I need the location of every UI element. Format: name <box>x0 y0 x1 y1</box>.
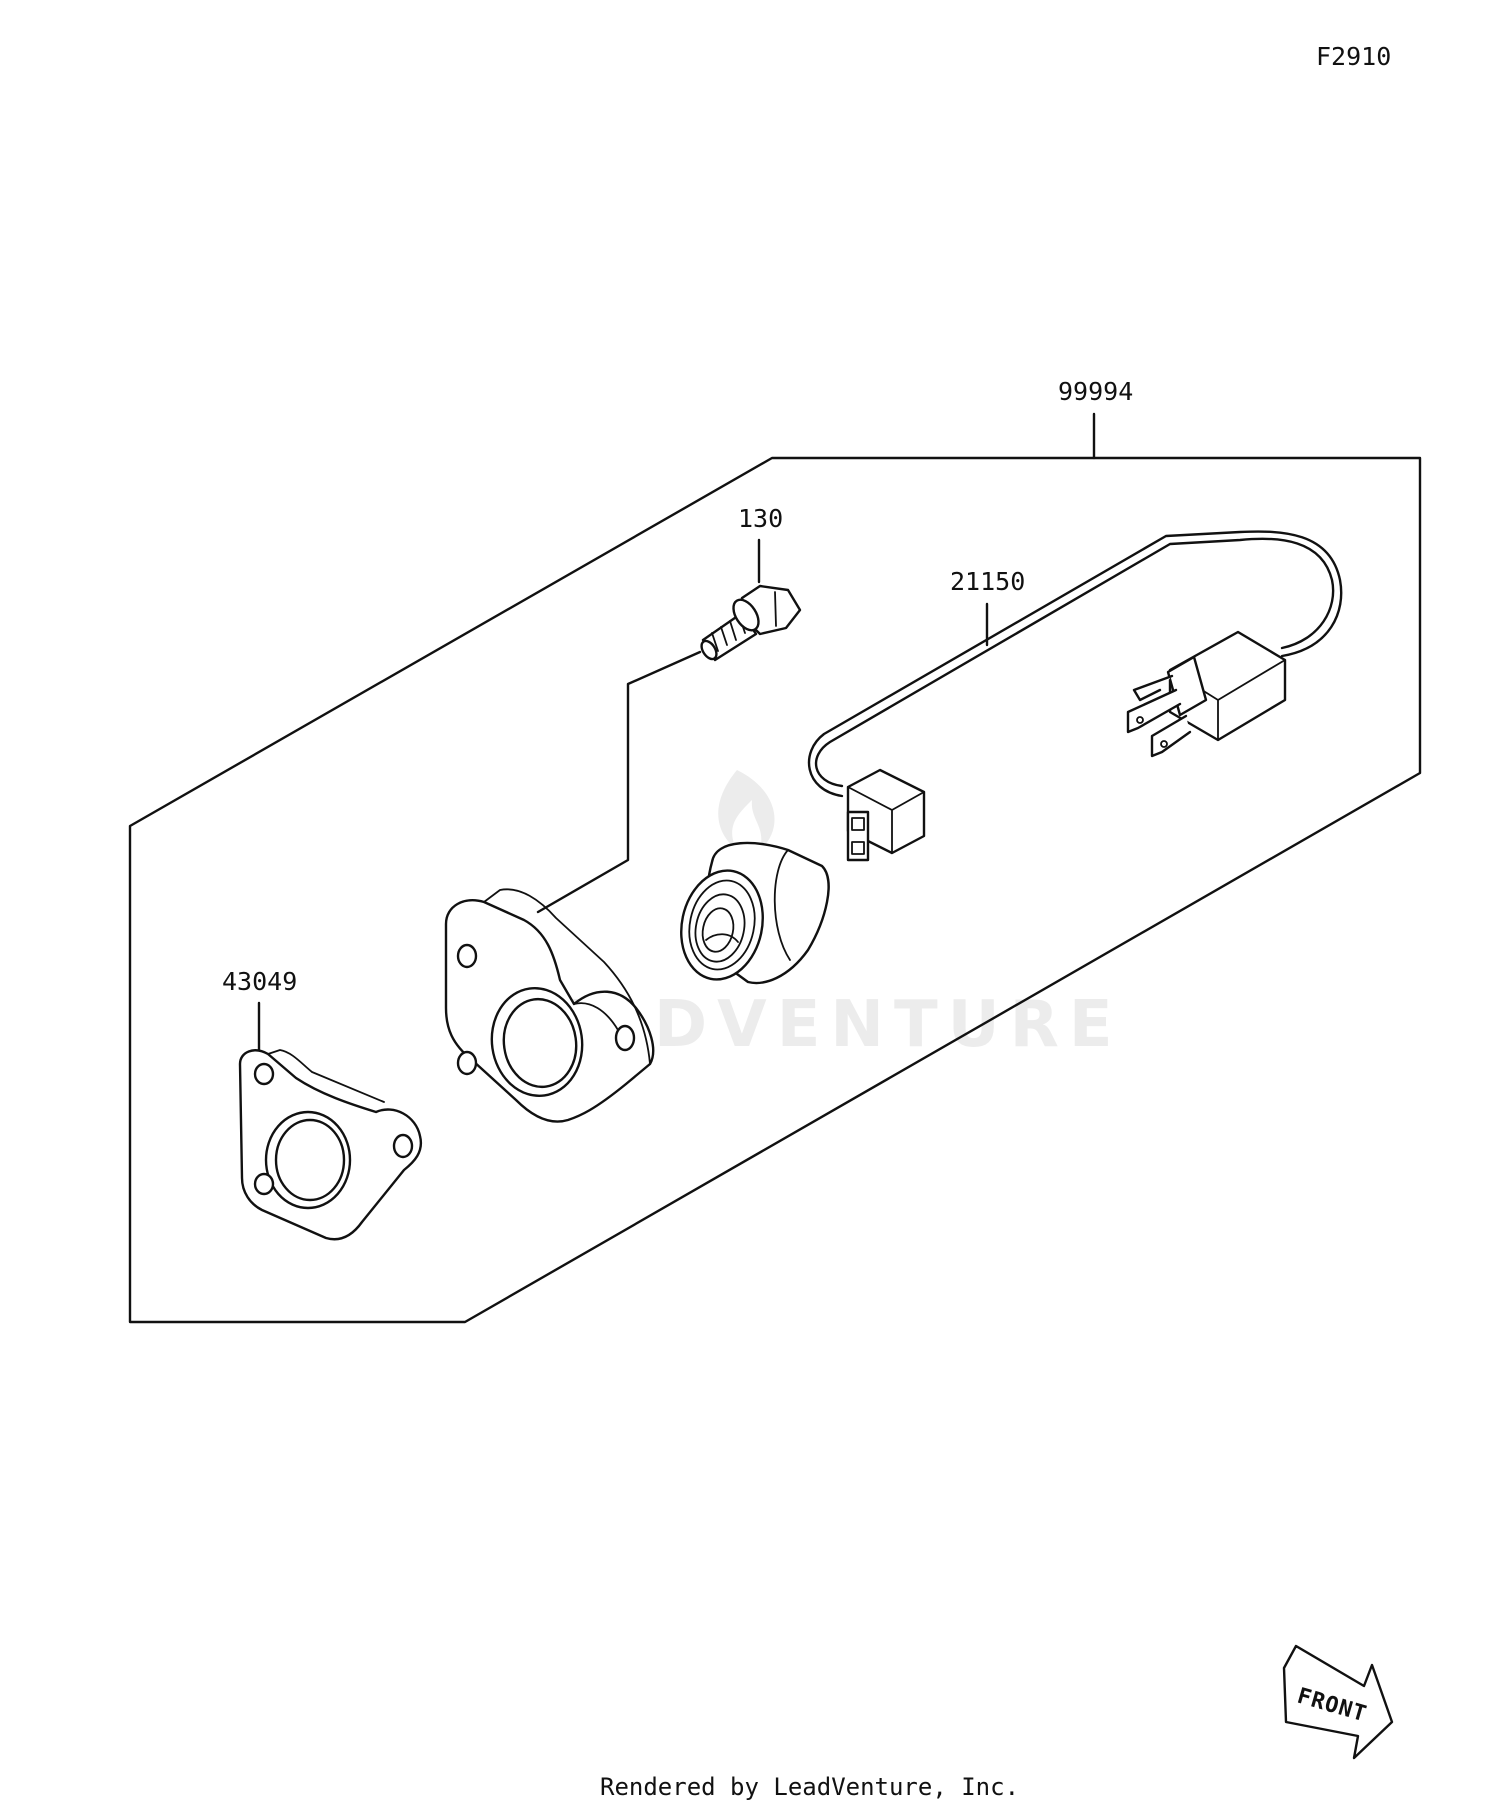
plug-blade-2-hole <box>1160 740 1168 748</box>
plug-blade-1 <box>1126 688 1182 734</box>
harness-connector <box>846 768 926 862</box>
housing-bracket-part[interactable] <box>444 888 655 1123</box>
harness-plug <box>1126 630 1287 758</box>
diagram-code: F2910 <box>1316 42 1391 71</box>
front-arrow-icon <box>1282 1644 1394 1760</box>
sensor-thread-ring-3 <box>701 907 735 953</box>
bracket-bore-inner <box>502 997 578 1089</box>
plug-blade-1-hole <box>1136 716 1144 724</box>
harness-wire-outer <box>814 537 1335 788</box>
plug-blade-2 <box>1150 714 1192 758</box>
footer-credit: Rendered by LeadVenture, Inc. <box>600 1773 1019 1801</box>
gasket-edge <box>267 1049 385 1103</box>
callout-harness[interactable]: 21150 <box>950 567 1025 596</box>
plug-body <box>1168 630 1287 742</box>
connector-edges <box>847 786 925 854</box>
sensor-thread-ring-2 <box>694 893 746 963</box>
bolt-tip <box>700 639 718 661</box>
gasket-hole-top <box>253 1062 275 1086</box>
gasket-hole-bottom <box>253 1172 275 1196</box>
callout-gasket[interactable]: 43049 <box>222 967 297 996</box>
sensor-part[interactable] <box>671 841 830 987</box>
sensor-thread-ring-1 <box>688 879 756 971</box>
callout-bolt[interactable]: 130 <box>738 504 783 533</box>
front-arrow: FRONT <box>1282 1644 1394 1760</box>
gasket-bore-inner <box>274 1118 346 1202</box>
bracket-top-edge <box>483 888 651 1065</box>
connector-face <box>846 810 870 862</box>
watermark-flame-icon <box>718 770 775 850</box>
gasket-part[interactable] <box>238 1049 423 1241</box>
harness-part[interactable] <box>807 530 1343 862</box>
gasket-hole-right <box>392 1133 414 1159</box>
bolt-flange <box>732 598 760 632</box>
callout-kit[interactable]: 99994 <box>1058 377 1133 406</box>
connector-terminal-2 <box>851 841 865 855</box>
bolt-leader <box>536 650 702 914</box>
bracket-hole-top <box>456 943 478 969</box>
connector-terminal-1 <box>851 817 865 831</box>
plug-pin-top <box>1132 674 1174 702</box>
bracket-boss <box>573 1002 619 1031</box>
sensor-hex-edge <box>773 849 791 961</box>
bolt-thread <box>711 614 746 652</box>
bolt-part[interactable] <box>699 584 802 662</box>
bolt-head-edge <box>774 591 777 627</box>
sensor-tip <box>705 933 739 943</box>
kit-outline <box>128 456 1422 1324</box>
harness-wire-inner <box>807 530 1343 798</box>
bracket-hole-bottom <box>456 1050 478 1076</box>
bracket-hole-right <box>614 1024 636 1052</box>
